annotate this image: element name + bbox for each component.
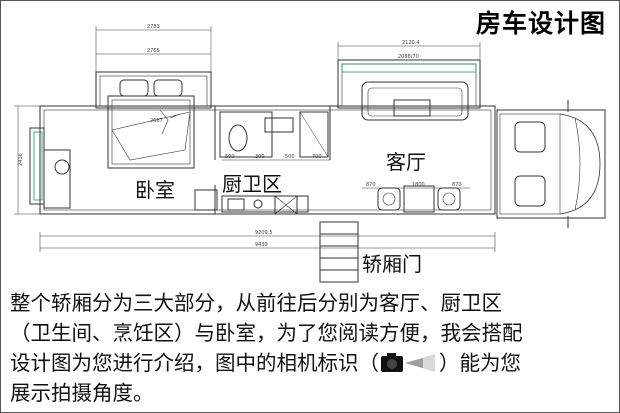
bedroom-slideout	[95, 71, 212, 109]
description-line-1: 整个轿厢分为三大部分，从前往后分别为客厅、厨卫区	[10, 291, 502, 315]
description-line-3: 设计图为您进行介绍，图中的相机标识（ ）能为您	[10, 348, 610, 378]
dinette-seat-left	[377, 187, 401, 211]
floor-plan-diagram: 2783 2765 2667 2120.4 2088/70 9209.5 943…	[14, 24, 606, 283]
dim-bottom-overall: 9439	[255, 242, 268, 248]
description-line-4: 展示拍摄角度。	[10, 381, 154, 405]
wardrobe	[43, 149, 71, 209]
label-kitchen-bath: 厨卫区	[222, 172, 282, 196]
sofa-table	[393, 99, 431, 117]
dim-wall-3: 500	[285, 154, 295, 160]
cabin-outline	[39, 105, 496, 215]
dim-top-overall: 2783	[147, 24, 160, 30]
chair-bedroom	[54, 159, 70, 175]
dim-left-height: 2416	[18, 153, 24, 166]
description-line-3-before: 设计图为您进行介绍，图中的相机标识（	[10, 351, 379, 375]
dim-table-width: 1800	[412, 182, 425, 188]
label-cabin-door: 轿厢门	[362, 252, 422, 276]
stove	[253, 199, 263, 209]
camera-icon	[381, 353, 435, 372]
fridge	[274, 195, 298, 215]
label-bedroom: 卧室	[135, 178, 175, 202]
bathroom	[219, 111, 273, 158]
driver-seat	[514, 121, 546, 153]
dim-seat-right: 870	[452, 182, 462, 188]
kitchen-counter	[221, 195, 309, 213]
dim-bottom-inner: 9209.5	[255, 230, 273, 236]
bed	[107, 95, 195, 169]
shower	[299, 111, 329, 158]
dim-wall-4: 700	[312, 154, 322, 160]
sink	[227, 198, 245, 211]
description-line-2: （卫生间、烹饪区）与卧室，为了您阅读方便，我会搭配	[10, 321, 523, 345]
entry-steps	[319, 221, 359, 283]
label-living-room: 客厅	[386, 150, 426, 174]
wash-basin	[264, 117, 294, 133]
dim-sofa: 2120.4	[402, 40, 420, 46]
sofa	[361, 81, 469, 121]
diagram-title: 房车设计图	[475, 9, 606, 38]
dim-bed-width: 2765	[147, 48, 160, 54]
driver-cab	[496, 109, 606, 219]
living-slideout	[337, 59, 481, 109]
passenger-seat	[514, 175, 546, 207]
pillow-left	[119, 79, 149, 97]
dim-sofa-inner: 2088/70	[398, 54, 419, 60]
dim-seat-left: 870	[366, 182, 376, 188]
description-text: 整个轿厢分为三大部分，从前往后分别为客厅、厨卫区 （卫生间、烹饪区）与卧室，为了…	[10, 288, 610, 408]
dinette-seat-right	[437, 187, 461, 211]
dinette-table	[403, 185, 435, 213]
toilet	[228, 124, 248, 152]
dim-wall-2: 300	[255, 154, 265, 160]
dim-bed-size: 2667	[150, 118, 163, 124]
pillow-right	[153, 79, 183, 97]
description-line-3-after: ）能为您	[439, 351, 521, 375]
dim-wall-1: 500	[225, 154, 235, 160]
